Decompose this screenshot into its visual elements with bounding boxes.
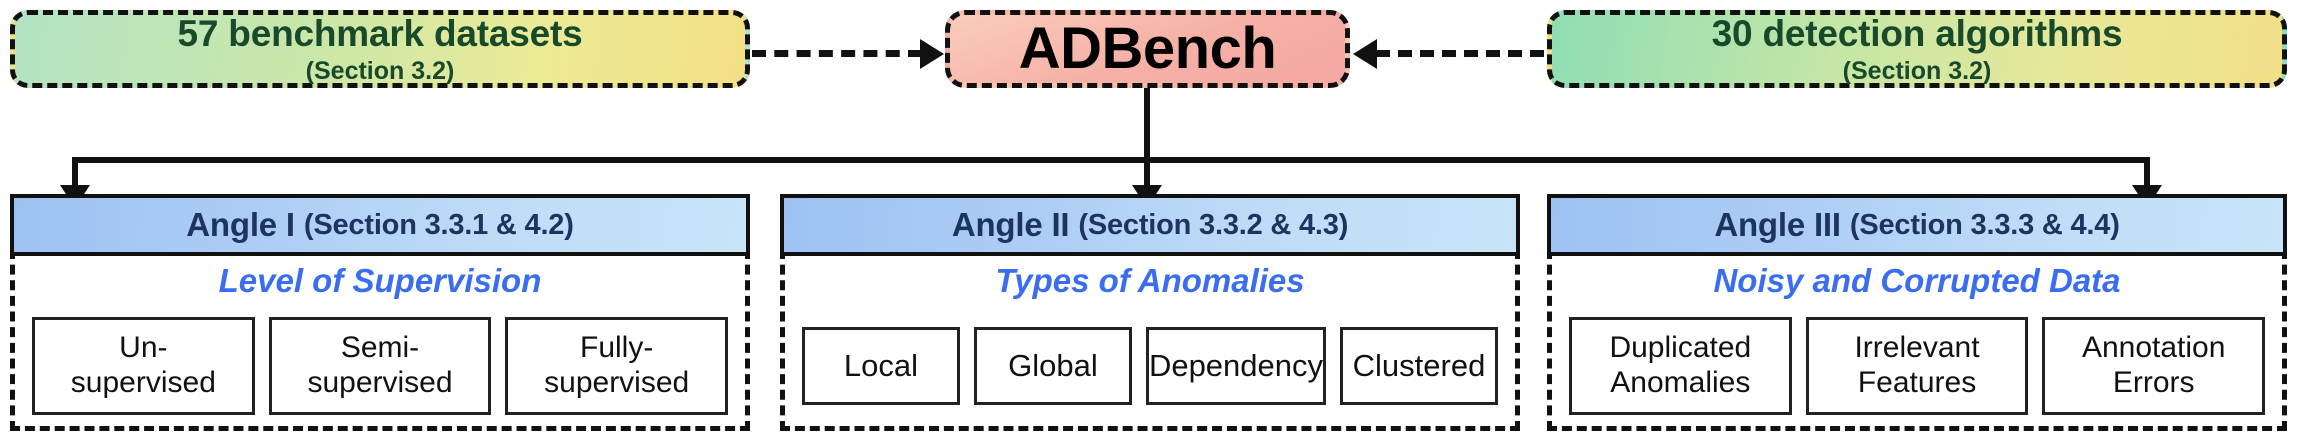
leaf-global: Global <box>973 327 1132 405</box>
leaf-line-1: Dependency <box>1148 348 1324 384</box>
angle-1-subtitle: Level of Supervision <box>218 262 542 299</box>
leaf-line-1: Semi- <box>340 331 420 365</box>
angle-2-subtitle: Types of Anomalies <box>995 262 1305 299</box>
leaf-line-1: Fully- <box>580 331 654 365</box>
leaf-line-2: Anomalies <box>1610 366 1751 399</box>
angle-2-section: (Section 3.3.2 & 4.3) <box>1078 208 1349 241</box>
leaf-duplicated-anomalies: Duplicated Anomalies <box>1569 317 1792 415</box>
leaf-line-1: Duplicated <box>1609 331 1752 365</box>
leaf-line-1: Clustered <box>1352 348 1486 384</box>
bus-stem <box>1144 88 1150 160</box>
angle-1-leaf-row: Un- supervised Semi- supervised Fully- s… <box>10 306 750 426</box>
bus-drop-angle-3 <box>2144 160 2150 190</box>
dashed-connector-left <box>752 50 922 57</box>
angle-1-header: Angle I (Section 3.3.1 & 4.2) <box>10 194 750 256</box>
leaf-line-1: Local <box>843 348 919 384</box>
leaf-annotation-errors: Annotation Errors <box>2042 317 2266 415</box>
angle-2-dashed-container <box>780 249 1520 431</box>
angle-2-title: Angle II <box>951 206 1070 243</box>
leaf-line-1: Annotation <box>2081 331 2226 365</box>
dashed-connector-right <box>1376 50 1544 57</box>
angle-1-dashed-container <box>10 249 750 431</box>
leaf-semi-supervised: Semi- supervised <box>268 317 492 415</box>
angle-3-section: (Section 3.3.3 & 4.4) <box>1849 208 2120 241</box>
detection-algorithms-subtitle: (Section 3.2) <box>1842 56 1992 85</box>
leaf-line-2: supervised <box>70 366 216 399</box>
leaf-local: Local <box>802 327 960 405</box>
leaf-unsupervised: Un- supervised <box>32 317 255 415</box>
leaf-clustered: Clustered <box>1340 327 1498 405</box>
angle-3-subtitle: Noisy and Corrupted Data <box>1713 262 2121 299</box>
arrow-left-icon <box>1353 39 1377 69</box>
angle-3-title: Angle III <box>1714 206 1841 243</box>
bus-horizontal <box>72 157 2150 163</box>
adbench-title: ADBench <box>1018 16 1277 81</box>
leaf-irrelevant-features: Irrelevant Features <box>1805 317 2029 415</box>
benchmark-datasets-title: 57 benchmark datasets <box>177 12 583 54</box>
benchmark-datasets-subtitle: (Section 3.2) <box>305 56 455 85</box>
leaf-line-2: supervised <box>307 366 453 399</box>
leaf-dependency: Dependency <box>1145 327 1327 405</box>
leaf-line-1: Global <box>1008 348 1098 384</box>
angle-3-leaf-row: Duplicated Anomalies Irrelevant Features… <box>1547 306 2287 426</box>
angle-panel-2: Angle II (Section 3.3.2 & 4.3) Types of … <box>780 194 1520 431</box>
arrow-right-icon <box>920 39 944 69</box>
leaf-line-2: Errors <box>2112 366 2195 399</box>
angle-3-header: Angle III (Section 3.3.3 & 4.4) <box>1547 194 2287 256</box>
angle-1-section: (Section 3.3.1 & 4.2) <box>303 208 574 241</box>
angle-2-leaf-row: Local Global Dependency Clustered <box>780 306 1520 426</box>
angle-2-header: Angle II (Section 3.3.2 & 4.3) <box>780 194 1520 256</box>
leaf-line-1: Irrelevant <box>1854 331 1980 365</box>
detection-algorithms-box: 30 detection algorithms (Section 3.2) <box>1547 10 2287 88</box>
adbench-box: ADBench <box>945 10 1350 88</box>
angle-1-title: Angle I <box>186 206 295 243</box>
benchmark-datasets-box: 57 benchmark datasets (Section 3.2) <box>10 10 750 88</box>
angle-panel-3: Angle III (Section 3.3.3 & 4.4) Noisy an… <box>1547 194 2287 431</box>
leaf-line-2: Features <box>1857 366 1977 399</box>
leaf-line-1: Un- <box>119 331 168 365</box>
leaf-fully-supervised: Fully- supervised <box>505 317 729 415</box>
bus-drop-angle-2 <box>1144 160 1150 190</box>
detection-algorithms-title: 30 detection algorithms <box>1711 12 2123 54</box>
leaf-line-2: supervised <box>544 366 690 399</box>
bus-drop-angle-1 <box>72 160 78 190</box>
angle-panel-1: Angle I (Section 3.3.1 & 4.2) Level of S… <box>10 194 750 431</box>
angle-3-dashed-container <box>1547 249 2287 431</box>
